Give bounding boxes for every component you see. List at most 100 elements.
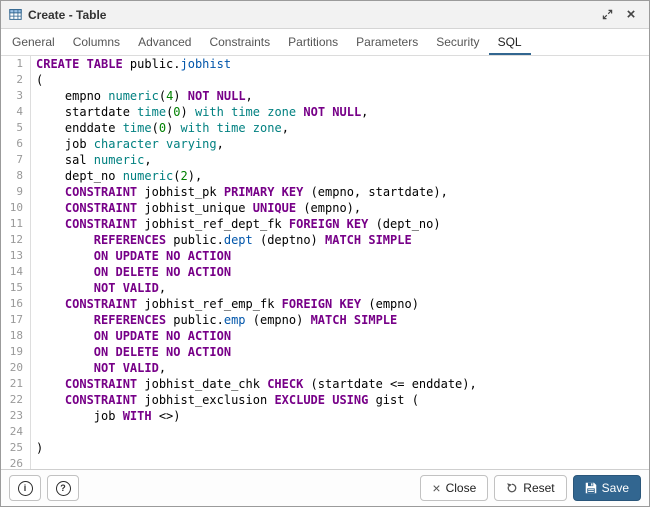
tab-partitions[interactable]: Partitions <box>288 35 339 49</box>
line-number: 5 <box>1 120 31 136</box>
line-number: 7 <box>1 152 31 168</box>
line-number: 18 <box>1 328 31 344</box>
code-text: job character varying, <box>36 137 224 151</box>
code-text: ) <box>36 441 44 455</box>
code-text: ON UPDATE NO ACTION <box>93 249 232 263</box>
code-line: 23 job WITH <>) <box>1 408 649 424</box>
reset-button-label: Reset <box>523 481 555 495</box>
tab-bar: General Columns Advanced Constraints Partiti… <box>1 29 649 56</box>
tab-advanced[interactable]: Advanced <box>138 35 192 49</box>
line-number: 2 <box>1 72 31 88</box>
code-line: 15 NOT VALID, <box>1 280 649 296</box>
code-line: 21 CONSTRAINT jobhist_date_chk CHECK (st… <box>1 376 649 392</box>
code-line: 4 startdate time(0) with time zone NOT N… <box>1 104 649 120</box>
code-text: CONSTRAINT jobhist_exclusion EXCLUDE USI… <box>64 393 419 407</box>
code-line: 26 <box>1 456 649 469</box>
tab-parameters[interactable]: Parameters <box>356 35 419 49</box>
code-text: NOT VALID, <box>93 281 167 295</box>
code-line: 22 CONSTRAINT jobhist_exclusion EXCLUDE … <box>1 392 649 408</box>
code-text: CONSTRAINT jobhist_pk PRIMARY KEY (empno… <box>64 185 448 199</box>
save-icon <box>585 482 597 494</box>
line-number: 23 <box>1 408 31 424</box>
code-text: ON DELETE NO ACTION <box>93 345 232 359</box>
code-text <box>31 456 36 469</box>
code-text: CONSTRAINT jobhist_unique UNIQUE (empno)… <box>64 201 362 215</box>
line-number: 25 <box>1 440 31 456</box>
code-text <box>31 424 36 440</box>
dialog-footer: i ? × Close Reset <box>1 469 649 506</box>
tab-constraints[interactable]: Constraints <box>209 35 271 49</box>
code-text: REFERENCES public.emp (empno) MATCH SIMP… <box>93 313 398 327</box>
code-line: 5 enddate time(0) with time zone, <box>1 120 649 136</box>
code-text: enddate time(0) with time zone, <box>36 121 289 135</box>
line-number: 4 <box>1 104 31 120</box>
tab-columns[interactable]: Columns <box>72 35 121 49</box>
code-line: 7 sal numeric, <box>1 152 649 168</box>
line-number: 3 <box>1 88 31 104</box>
code-line: 3 empno numeric(4) NOT NULL, <box>1 88 649 104</box>
code-line: 13 ON UPDATE NO ACTION <box>1 248 649 264</box>
code-line: 6 job character varying, <box>1 136 649 152</box>
code-line: 8 dept_no numeric(2), <box>1 168 649 184</box>
line-number: 11 <box>1 216 31 232</box>
code-line: 1 CREATE TABLE public.jobhist <box>1 56 649 72</box>
code-line: 16 CONSTRAINT jobhist_ref_emp_fk FOREIGN… <box>1 296 649 312</box>
reset-icon <box>506 482 518 494</box>
dialog-titlebar: Create - Table × <box>1 1 649 29</box>
table-icon <box>9 8 22 21</box>
line-number: 1 <box>1 56 31 72</box>
line-number: 24 <box>1 424 31 440</box>
code-text: sal numeric, <box>36 153 152 167</box>
close-icon[interactable]: × <box>626 6 636 23</box>
line-number: 13 <box>1 248 31 264</box>
line-number: 14 <box>1 264 31 280</box>
code-text: ON UPDATE NO ACTION <box>93 329 232 343</box>
tab-general[interactable]: General <box>12 35 55 49</box>
code-line: 20 NOT VALID, <box>1 360 649 376</box>
code-text: CONSTRAINT jobhist_ref_dept_fk FOREIGN K… <box>64 217 441 231</box>
line-number: 16 <box>1 296 31 312</box>
line-number: 8 <box>1 168 31 184</box>
code-text: REFERENCES public.dept (deptno) MATCH SI… <box>93 233 412 247</box>
close-button[interactable]: × Close <box>420 475 489 501</box>
help-button[interactable]: ? <box>47 475 79 501</box>
line-number: 10 <box>1 200 31 216</box>
help-icon: ? <box>55 480 71 496</box>
save-button[interactable]: Save <box>572 475 641 501</box>
info-icon: i <box>17 480 33 496</box>
dialog-title: Create - Table <box>28 7 107 22</box>
code-text: ( <box>36 73 44 87</box>
code-line: 9 CONSTRAINT jobhist_pk PRIMARY KEY (emp… <box>1 184 649 200</box>
line-number: 6 <box>1 136 31 152</box>
reset-button[interactable]: Reset <box>494 475 567 501</box>
tab-sql[interactable]: SQL <box>488 29 531 55</box>
line-number: 26 <box>1 456 31 469</box>
code-text: job WITH <>) <box>36 409 181 423</box>
maximize-icon[interactable] <box>597 5 617 25</box>
code-line: 17 REFERENCES public.emp (empno) MATCH S… <box>1 312 649 328</box>
code-line: 24 <box>1 424 649 440</box>
code-text: empno numeric(4) NOT NULL, <box>36 89 253 103</box>
code-line: 19 ON DELETE NO ACTION <box>1 344 649 360</box>
code-text: startdate time(0) with time zone NOT NUL… <box>36 105 369 119</box>
info-button[interactable]: i <box>9 475 41 501</box>
line-number: 9 <box>1 184 31 200</box>
code-text: dept_no numeric(2), <box>36 169 203 183</box>
code-line: 14 ON DELETE NO ACTION <box>1 264 649 280</box>
tab-security[interactable]: Security <box>436 35 480 49</box>
code-text: ON DELETE NO ACTION <box>93 265 232 279</box>
line-number: 22 <box>1 392 31 408</box>
line-number: 15 <box>1 280 31 296</box>
code-line: 2( <box>1 72 649 88</box>
line-number: 21 <box>1 376 31 392</box>
code-text: CONSTRAINT jobhist_date_chk CHECK (start… <box>64 377 477 391</box>
save-button-label: Save <box>601 481 629 495</box>
line-number: 12 <box>1 232 31 248</box>
code-text: CONSTRAINT jobhist_ref_emp_fk FOREIGN KE… <box>64 297 419 311</box>
code-text: NOT VALID, <box>93 361 167 375</box>
code-text: CREATE TABLE public.jobhist <box>36 57 232 71</box>
code-line: 10 CONSTRAINT jobhist_unique UNIQUE (emp… <box>1 200 649 216</box>
